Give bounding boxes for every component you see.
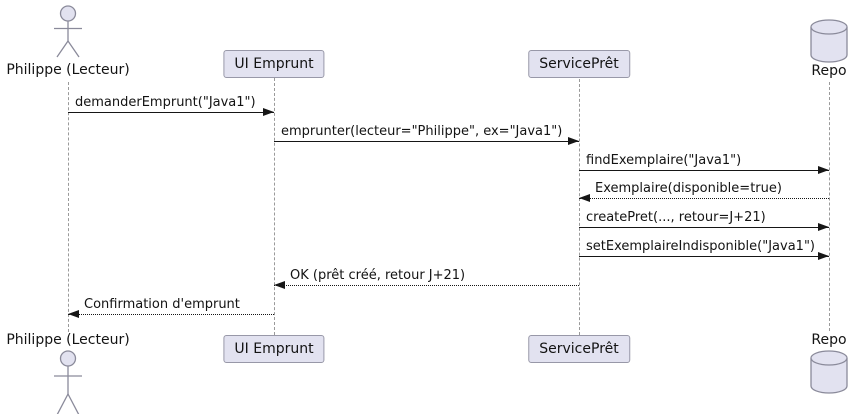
arrowhead-right-icon [818, 166, 829, 174]
arrowhead-right-icon [263, 108, 274, 116]
actor-label-philippe-bottom: Philippe (Lecteur) [6, 332, 130, 348]
message-set-exemplaire-indisponible: setExemplaireIndisponible("Java1") [579, 239, 829, 260]
arrowhead-left-icon [274, 281, 285, 289]
lifeline-philippe [68, 82, 69, 332]
message-demander-emprunt: demanderEmprunt("Java1") [68, 95, 274, 116]
arrowhead-right-icon [818, 252, 829, 260]
database-label-repo-top: Repo [811, 63, 847, 79]
message-label: findExemplaire("Java1") [586, 153, 742, 168]
arrowhead-right-icon [568, 137, 579, 145]
arrowhead-left-icon [68, 310, 79, 318]
participant-box-ui-emprunt-top: UI Emprunt [223, 50, 325, 78]
lifeline-servicepret [579, 79, 580, 335]
message-ok-pret-cree: OK (prêt créé, retour J+21) [274, 268, 579, 289]
message-label: demanderEmprunt("Java1") [75, 95, 256, 110]
participant-label: UI Emprunt [234, 341, 314, 357]
lifeline-ui-emprunt [274, 78, 275, 335]
message-label: createPret(..., retour=J+21) [586, 210, 766, 225]
message-emprunter: emprunter(lecteur="Philippe", ex="Java1"… [274, 124, 579, 145]
message-create-pret: createPret(..., retour=J+21) [579, 210, 829, 231]
message-label: OK (prêt créé, retour J+21) [290, 268, 466, 283]
message-label: Exemplaire(disponible=true) [595, 181, 782, 196]
message-label: Confirmation d'emprunt [84, 297, 240, 312]
participant-label: ServicePrêt [539, 341, 619, 357]
message-find-exemplaire: findExemplaire("Java1") [579, 153, 829, 174]
participant-box-servicepret-top: ServicePrêt [528, 50, 630, 78]
actor-label-philippe-top: Philippe (Lecteur) [6, 62, 130, 78]
participant-label: UI Emprunt [234, 56, 314, 72]
participant-box-ui-emprunt-bottom: UI Emprunt [223, 335, 325, 363]
actor-icon [54, 5, 82, 58]
actor-icon [54, 350, 82, 414]
message-exemplaire-retour: Exemplaire(disponible=true) [579, 181, 829, 202]
message-label: emprunter(lecteur="Philippe", ex="Java1"… [281, 124, 563, 139]
database-label-repo-bottom: Repo [811, 332, 847, 348]
message-label: setExemplaireIndisponible("Java1") [586, 239, 815, 254]
database-icon [810, 19, 848, 63]
database-icon [810, 350, 848, 394]
arrowhead-right-icon [818, 223, 829, 231]
arrowhead-left-icon [579, 194, 590, 202]
participant-label: ServicePrêt [539, 56, 619, 72]
participant-box-servicepret-bottom: ServicePrêt [528, 335, 630, 363]
lifeline-repo [829, 82, 830, 331]
message-confirmation-emprunt: Confirmation d'emprunt [68, 297, 274, 318]
